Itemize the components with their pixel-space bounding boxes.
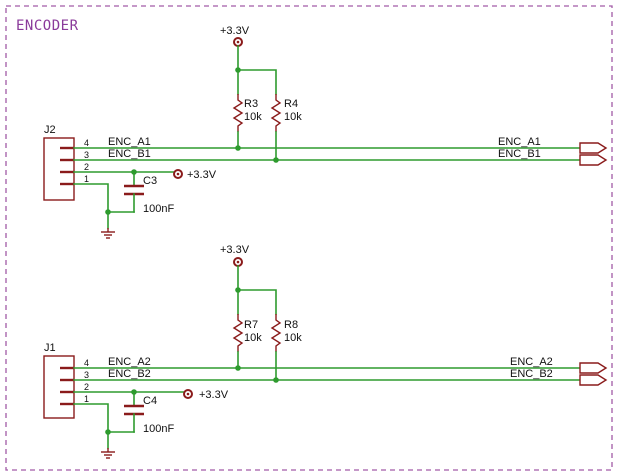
junction-dot	[235, 287, 241, 293]
r4-ref: R4	[284, 98, 298, 110]
pin-number: 1	[84, 174, 89, 184]
port-enc-b2	[579, 374, 608, 386]
r4-value: 10k	[284, 111, 302, 123]
pin-number: 1	[84, 394, 89, 404]
j1-ref: J1	[44, 342, 56, 354]
supply-symbol-top-2: +3.3V	[220, 244, 250, 267]
c3-ref: C3	[143, 175, 157, 187]
resistor-r8: R8 10k	[270, 314, 302, 352]
net-label-enc-a2: ENC_A2	[108, 356, 151, 368]
encoder-block-2: +3.3V R7 10k R8 10k J1 4 3	[43, 244, 608, 459]
c4-value: 100nF	[143, 423, 174, 435]
connector-j1: J1 4 3 2 1	[43, 342, 89, 419]
r7-ref: R7	[244, 319, 258, 331]
net-label-enc-b2-right: ENC_B2	[510, 368, 553, 380]
resistor-r3: R3 10k	[232, 94, 262, 132]
r3-ref: R3	[244, 98, 258, 110]
connector-j2: J2 4 3 2 1	[43, 124, 89, 201]
supply-label-cap-2: +3.3V	[199, 389, 229, 401]
net-label-enc-a1: ENC_A1	[108, 136, 151, 148]
pin-number: 2	[84, 382, 89, 392]
net-label-enc-a2-right: ENC_A2	[510, 356, 553, 368]
j2-ref: J2	[44, 124, 56, 136]
pin-number: 3	[84, 370, 89, 380]
supply-label-top-1: +3.3V	[220, 25, 250, 37]
sheet-title: ENCODER	[16, 18, 79, 34]
junction-dot	[235, 67, 241, 73]
net-label-enc-b2: ENC_B2	[108, 368, 151, 380]
pin-number: 4	[84, 138, 89, 148]
capacitor-c4: C4 100nF	[124, 395, 174, 435]
net-label-enc-a1-right: ENC_A1	[498, 136, 541, 148]
r3-value: 10k	[244, 111, 262, 123]
c3-value: 100nF	[143, 203, 174, 215]
resistor-r7: R7 10k	[232, 314, 262, 352]
supply-label-cap-1: +3.3V	[187, 169, 217, 181]
capacitor-c3: C3 100nF	[124, 175, 174, 215]
supply-wire-2	[237, 265, 277, 315]
supply-symbol-cap-2: +3.3V	[183, 389, 229, 401]
port-enc-a2	[579, 362, 608, 374]
supply-symbol-cap-1: +3.3V	[173, 169, 217, 181]
r8-value: 10k	[284, 332, 302, 344]
pin-number: 2	[84, 162, 89, 172]
supply-label-top-2: +3.3V	[220, 244, 250, 256]
supply-symbol-top-1: +3.3V	[220, 25, 250, 47]
encoder-block-1: +3.3V R3 10k R4 10k J2 4	[43, 25, 608, 239]
pin-number: 4	[84, 358, 89, 368]
port-enc-a1	[579, 142, 608, 154]
port-enc-b1	[579, 154, 608, 166]
c4-ref: C4	[143, 395, 157, 407]
resistor-r4: R4 10k	[270, 94, 302, 132]
net-label-enc-b1: ENC_B1	[108, 148, 151, 160]
r8-ref: R8	[284, 319, 298, 331]
supply-wire-1	[237, 45, 277, 95]
ground-icon	[101, 228, 115, 239]
net-label-enc-b1-right: ENC_B1	[498, 148, 541, 160]
ground-icon	[101, 448, 115, 459]
r7-value: 10k	[244, 332, 262, 344]
sheet-frame	[5, 5, 613, 471]
pin-number: 3	[84, 150, 89, 160]
